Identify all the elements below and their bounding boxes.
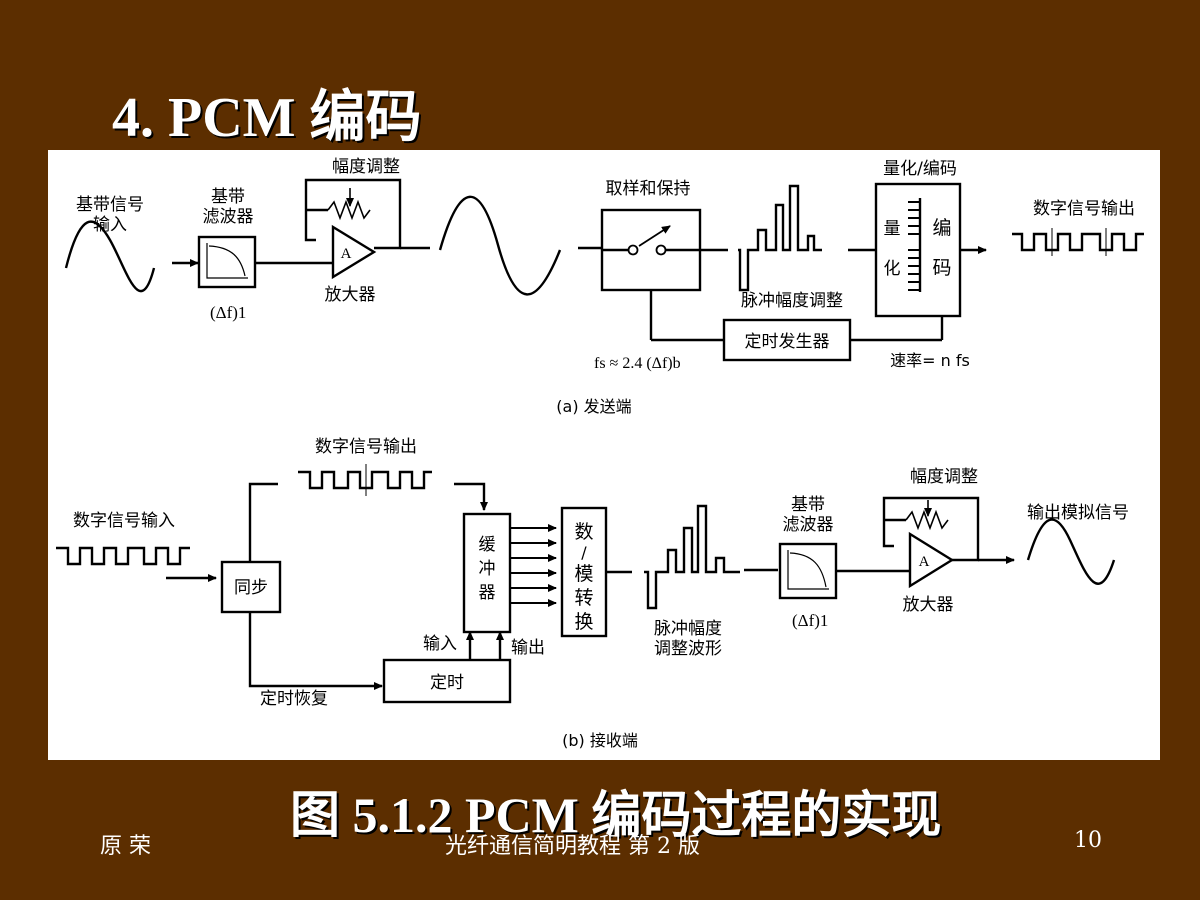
rx-buffer-char-1: 缓: [479, 535, 496, 555]
rx-da-char-5: 换: [574, 611, 593, 633]
rx-amplifier-label: 放大器: [903, 595, 954, 615]
tx-digital-output-label: 数字信号输出: [1033, 199, 1135, 219]
tx-amplifier-symbol: A: [341, 246, 352, 262]
rx-pam-waveform-label-line2: 调整波形: [654, 639, 722, 659]
rx-pam-waveform-label-line1: 脉冲幅度: [654, 619, 722, 639]
rx-da-char-1: 数: [574, 521, 593, 543]
rx-amplifier-triangle: [908, 531, 955, 589]
figure-caption: 图 5.1.2 PCM 编码过程的实现: [290, 787, 942, 843]
rx-da-char-3: 模: [574, 563, 593, 585]
rx-data-bits: [298, 470, 432, 490]
slide-title: 4. PCM 编码: [112, 87, 422, 149]
rx-buffer-char-3: 器: [479, 583, 496, 603]
rx-filter-label-line2: 滤波器: [783, 515, 834, 535]
tx-quantize-encode-label: 量化/编码: [883, 159, 957, 179]
tx-potentiometer-resistor: [327, 199, 371, 221]
tx-timing-generator-label: 定时发生器: [745, 332, 830, 352]
rx-amplitude-adjust-label: 幅度调整: [910, 467, 978, 487]
pcm-diagram: 基带信号 输入 基带 滤波器 (Δf)1 幅度调整 A 放大器 取样和保持 fs…: [56, 157, 1144, 750]
rx-timing-block: [382, 658, 512, 704]
rx-digital-input-label: 数字信号输入: [73, 511, 175, 531]
rx-da-char-2: /: [581, 543, 587, 562]
tx-filter-label-line2: 滤波器: [203, 207, 254, 227]
rx-filter-label-line1: 基带: [791, 495, 825, 515]
rx-parallel-arrows: [510, 524, 557, 607]
rx-sync-to-timing-line: [248, 612, 383, 690]
tx-switch-contact-right: [655, 244, 667, 256]
rx-digital-output-label: 数字信号输出: [315, 437, 417, 457]
rx-filter-response-icon: [787, 550, 829, 590]
rx-potentiometer-resistor: [905, 509, 949, 531]
rx-digital-input-bits: [56, 546, 190, 566]
tx-amplified-sine-wave: [438, 195, 562, 296]
footer-author: 原 荣: [100, 834, 151, 859]
tx-section-label: (a) 发送端: [556, 397, 631, 416]
rx-section-label: (b) 接收端: [562, 731, 638, 750]
tx-encode-char-2: 码: [932, 257, 951, 279]
tx-switch-contact-left: [627, 244, 639, 256]
rx-filter-bandwidth: (Δf)1: [792, 611, 828, 630]
tx-bit-rate-label: 速率= n fs: [890, 351, 970, 370]
tx-filter-bandwidth: (Δf)1: [210, 303, 246, 322]
footer-book-title: 光纤通信简明教程 第 2 版: [445, 834, 700, 859]
tx-encode-char-1: 编: [932, 217, 951, 239]
tx-filter-response-icon: [206, 243, 248, 279]
tx-amplitude-adjust-label: 幅度调整: [332, 157, 400, 177]
tx-quantize-char-1: 量: [884, 219, 901, 239]
footer-page-number: 10: [1074, 828, 1102, 853]
rx-output-sine-wave: [1026, 518, 1116, 585]
rx-feedback-loop: [882, 496, 980, 562]
rx-sync-to-data-line: [248, 482, 278, 562]
rx-pam-waveform: [644, 504, 740, 610]
rx-output-label: 输出: [511, 638, 545, 658]
rx-da-char-4: 转: [574, 587, 593, 609]
tx-switch-blade: [638, 225, 671, 247]
pcm-diagram-panel: 基带信号 输入 基带 滤波器 (Δf)1 幅度调整 A 放大器 取样和保持 fs…: [48, 150, 1160, 760]
rx-sync-label: 同步: [234, 578, 268, 598]
tx-pam-pulses: [738, 184, 822, 292]
rx-amplifier-symbol: A: [919, 554, 930, 570]
rx-buffer-char-2: 冲: [479, 559, 496, 579]
tx-quantize-char-2: 化: [884, 259, 901, 279]
tx-feedback-loop: [304, 178, 402, 250]
rx-data-to-buffer-arrow: [454, 482, 488, 511]
tx-input-sine-wave: [64, 220, 156, 293]
tx-amplifier-triangle: [331, 224, 377, 280]
rx-timing-label: 定时: [430, 673, 464, 693]
rx-input-label: 输入: [423, 634, 457, 654]
tx-input-label-line1: 基带信号: [76, 195, 144, 215]
rx-analog-output-label: 输出模拟信号: [1027, 503, 1129, 523]
tx-filter-label-line1: 基带: [211, 187, 245, 207]
tx-amplifier-label: 放大器: [325, 285, 376, 305]
tx-pam-label: 脉冲幅度调整: [741, 291, 843, 311]
tx-input-label-line2: 输入: [93, 215, 127, 235]
tx-quantizer-ticks: [908, 201, 920, 291]
tx-sample-hold-label: 取样和保持: [606, 179, 691, 199]
tx-sampling-rate-label: fs ≈ 2.4 (Δf)b: [594, 355, 681, 372]
tx-digital-output-bits: [1012, 232, 1144, 252]
rx-timing-recovery-label: 定时恢复: [260, 689, 328, 709]
